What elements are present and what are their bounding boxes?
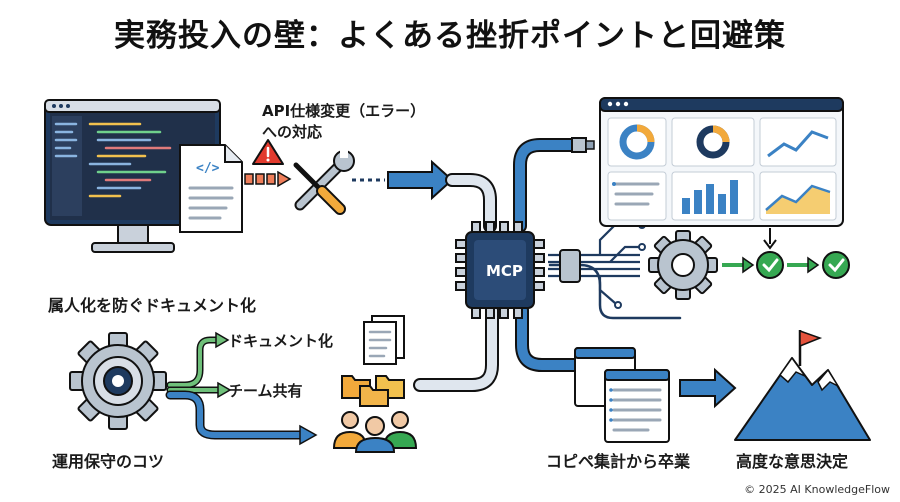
api-arrow bbox=[352, 159, 454, 201]
dashboard-icon bbox=[599, 97, 844, 227]
code-document-icon: </> bbox=[179, 144, 243, 233]
api-change-sub-label: への対応 bbox=[262, 123, 323, 141]
documentation-label: ドキュメント化 bbox=[228, 332, 334, 350]
papers-icon bbox=[574, 347, 670, 443]
decision-label: 高度な意思決定 bbox=[736, 452, 849, 471]
gear-icon bbox=[69, 332, 167, 430]
folders-icon bbox=[341, 375, 405, 407]
copy-paste-label: コピペ集計から卒業 bbox=[546, 452, 691, 471]
ops-tips-label: 運用保守のコツ bbox=[52, 452, 165, 471]
svg-text:</>: </> bbox=[196, 161, 220, 176]
team-share-label: チーム共有 bbox=[228, 382, 303, 400]
branch-arrows bbox=[165, 336, 307, 440]
team-icon bbox=[332, 411, 418, 453]
page-title: 実務投入の壁：よくある挫折ポイントと回避策 bbox=[114, 18, 786, 54]
broken-arrow bbox=[244, 170, 292, 188]
check-circle-icon bbox=[822, 251, 850, 279]
api-change-label: API仕様変更（エラー） bbox=[262, 102, 426, 120]
papers-icon bbox=[363, 315, 405, 365]
doc-heading: 属人化を防ぐドキュメント化 bbox=[48, 296, 257, 315]
pipes bbox=[413, 138, 682, 392]
copyright: © 2025 AI KnowledgeFlow bbox=[744, 483, 890, 496]
wrench-screwdriver-icon bbox=[293, 150, 355, 215]
warning-icon bbox=[252, 139, 284, 165]
mcp-chip-icon bbox=[455, 221, 545, 319]
mcp-label: MCP bbox=[486, 262, 523, 280]
gear-icon bbox=[648, 230, 718, 300]
arrow-icon bbox=[679, 367, 737, 409]
mountain-flag-icon bbox=[734, 329, 871, 441]
check-flow bbox=[722, 228, 850, 279]
check-circle-icon bbox=[756, 251, 784, 279]
